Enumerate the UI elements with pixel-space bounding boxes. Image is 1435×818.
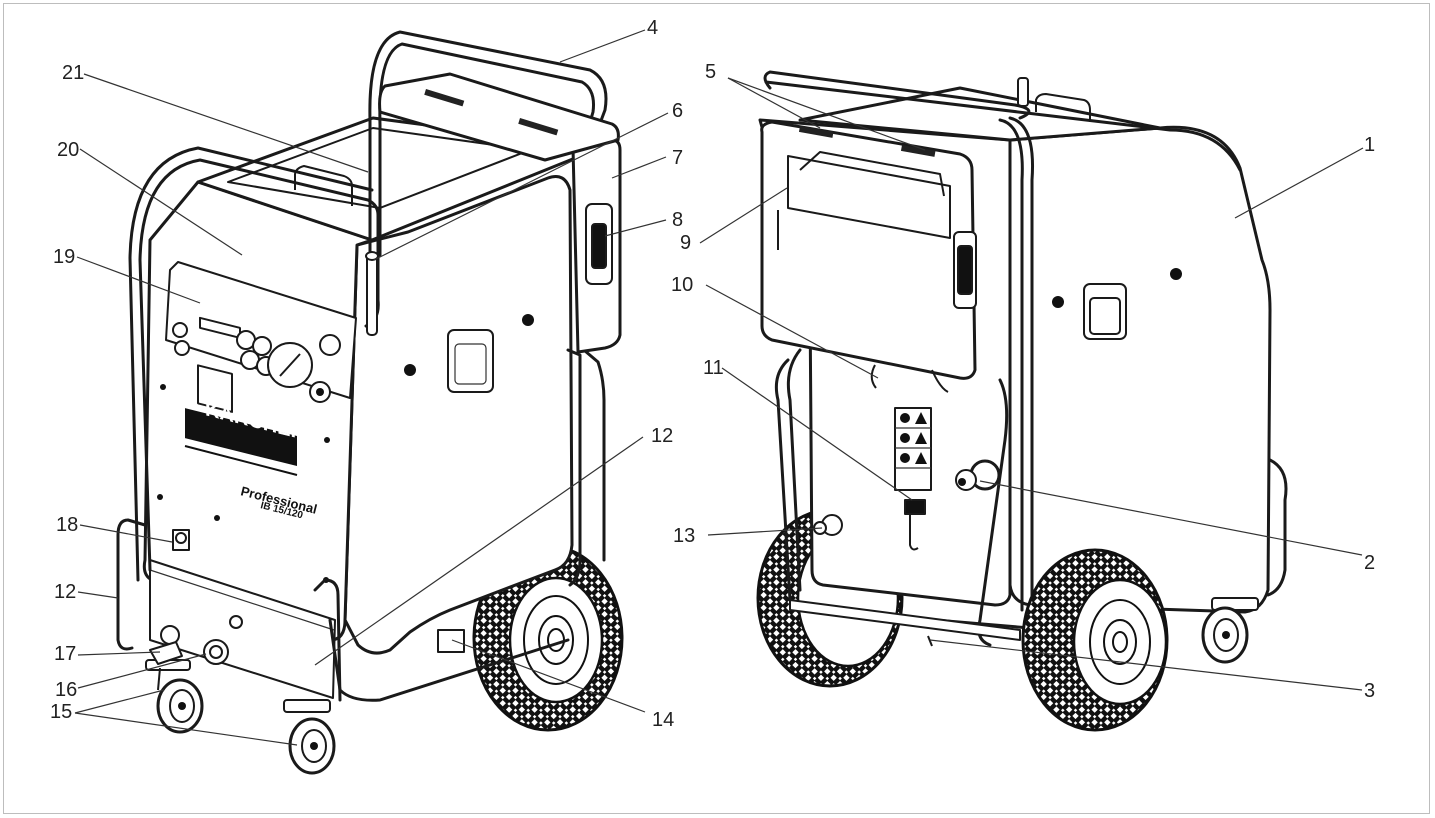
callout-18: 18 — [56, 514, 78, 536]
callout-13: 13 — [673, 525, 695, 547]
callout-20: 20 — [57, 139, 79, 161]
callout-12-left: 12 — [54, 581, 76, 603]
rear-wheel-left — [472, 544, 624, 732]
callout-5: 5 — [705, 61, 716, 83]
right-wheel-rear-view — [1021, 548, 1169, 732]
callout-11: 11 — [703, 357, 724, 379]
callout-2: 2 — [1364, 552, 1375, 574]
castor-wheel-right — [283, 699, 336, 775]
leader-lines — [74, 29, 1364, 746]
callout-19: 19 — [53, 246, 75, 268]
callout-14: 14 — [652, 709, 674, 731]
callout-12-right: 12 — [651, 425, 673, 447]
callout-labels: 1 2 3 4 5 6 7 8 9 10 11 12 12 13 14 15 1… — [50, 17, 1375, 731]
rear-view-machine — [756, 70, 1288, 732]
callout-10: 10 — [671, 274, 693, 296]
callout-15: 15 — [50, 701, 72, 723]
callout-9: 9 — [680, 232, 691, 254]
callout-7: 7 — [672, 147, 683, 169]
castor-wheel-left — [145, 659, 204, 734]
castor-wheel-rear-view — [1201, 597, 1259, 664]
callout-21: 21 — [62, 62, 84, 84]
front-view-machine: KÄRCHER Professional IB 15/120 — [116, 30, 624, 775]
callout-1: 1 — [1364, 134, 1375, 156]
callout-3: 3 — [1364, 680, 1375, 702]
callout-8: 8 — [672, 209, 683, 231]
callout-17: 17 — [54, 643, 76, 665]
callout-6: 6 — [672, 100, 683, 122]
callout-16: 16 — [55, 679, 77, 701]
callout-4: 4 — [647, 17, 658, 39]
